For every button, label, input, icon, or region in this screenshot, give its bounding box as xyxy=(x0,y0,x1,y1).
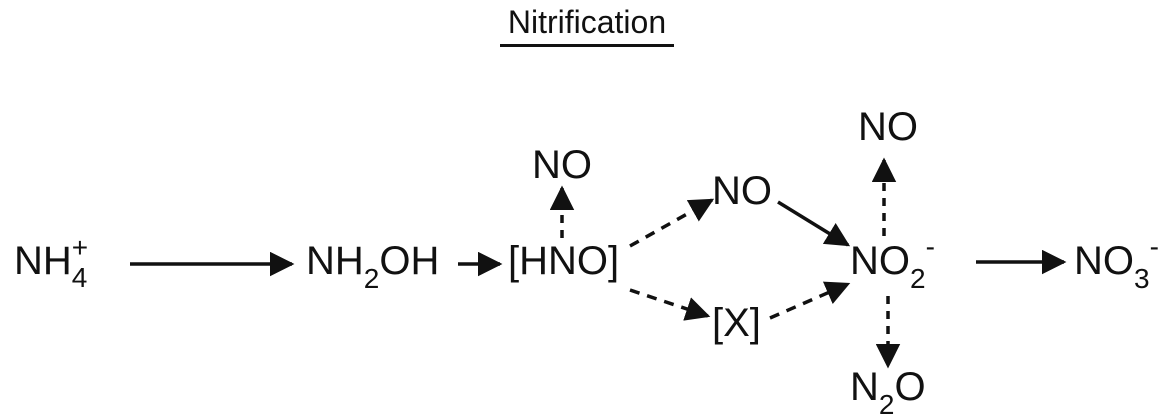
hydroxylamine-node: NH2OH xyxy=(306,238,440,293)
nitroxyl-node: [HNO] xyxy=(508,238,619,284)
nitrous-oxide-formula-a: N xyxy=(850,365,879,409)
no-middle-node: NO xyxy=(712,168,772,214)
nitrous-oxide-subscript: 2 xyxy=(878,389,895,420)
no-from-nitrite-node: NO xyxy=(858,104,918,150)
arrow-nitroxyl-to-no-middle xyxy=(629,198,715,248)
no-from-nitroxyl-node: NO xyxy=(532,142,592,188)
nitrous-oxide-node: N2O xyxy=(850,364,926,419)
ammonium-node: NH+4 xyxy=(14,234,92,292)
hydroxylamine-formula-a: NH xyxy=(306,239,364,283)
no-from-nitroxyl-label: NO xyxy=(532,143,592,187)
diagram-title: Nitrification xyxy=(0,2,1174,47)
diagram-title-text: Nitrification xyxy=(499,2,675,47)
nitrous-oxide-formula-b: O xyxy=(894,365,926,409)
arrow-no-to-nitrite xyxy=(777,200,851,247)
nitrite-node: NO2- xyxy=(850,233,935,293)
no-from-nitrite-label: NO xyxy=(858,105,918,149)
intermediate-x-label: [X] xyxy=(712,301,761,345)
nitrite-formula: NO xyxy=(850,239,910,283)
arrow-nitroxyl-to-x xyxy=(629,288,711,321)
nitroxyl-label: [HNO] xyxy=(508,239,620,283)
ammonium-sub-sup: +4 xyxy=(72,234,92,292)
arrow-x-to-nitrite xyxy=(769,281,851,320)
nitrite-charge: - xyxy=(925,231,935,262)
intermediate-x-node: [X] xyxy=(712,300,761,346)
nitrite-subscript: 2 xyxy=(910,263,926,294)
nitrate-node: NO3- xyxy=(1074,233,1159,293)
nitrate-subscript: 3 xyxy=(1134,263,1150,294)
ammonium-formula: NH xyxy=(14,239,72,283)
ammonium-charge: + xyxy=(71,232,89,263)
ammonium-subscript: 4 xyxy=(71,262,88,293)
no-middle-label: NO xyxy=(712,169,772,213)
nitrate-formula: NO xyxy=(1074,239,1134,283)
nitrate-charge: - xyxy=(1149,231,1159,262)
hydroxylamine-formula-b: OH xyxy=(379,239,440,283)
hydroxylamine-subscript: 2 xyxy=(363,263,380,294)
